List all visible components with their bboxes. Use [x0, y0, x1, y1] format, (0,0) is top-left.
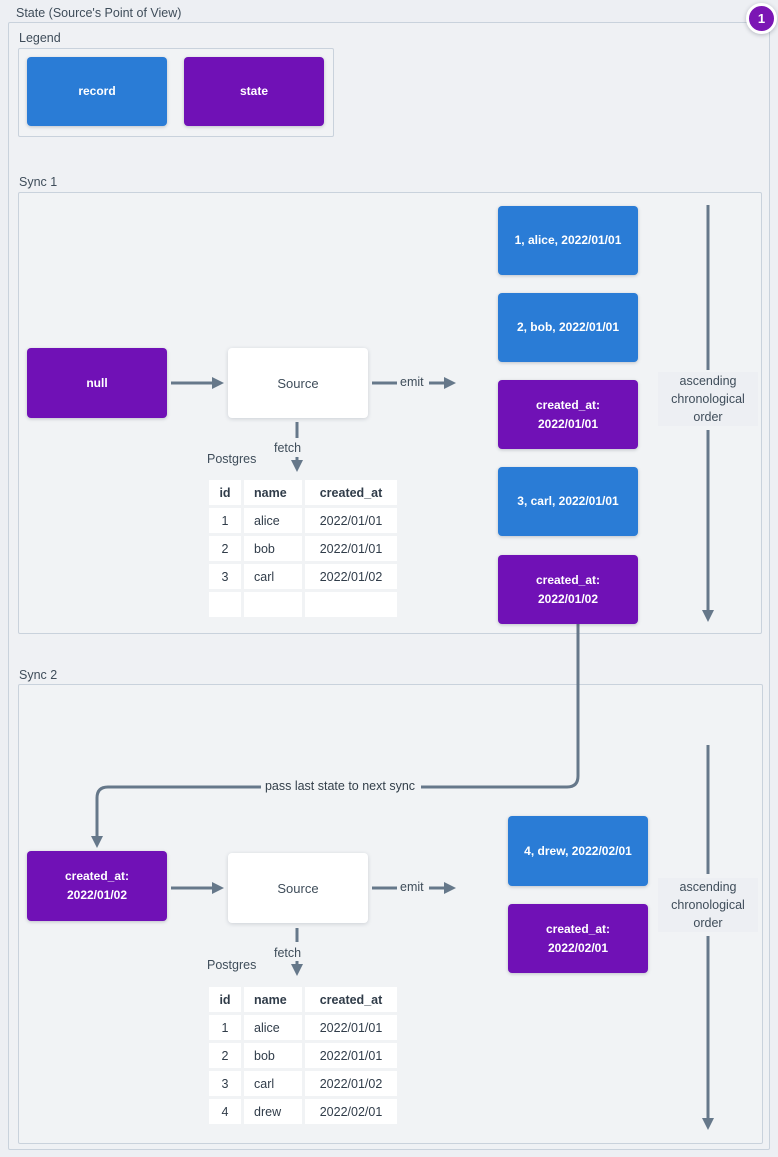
- cell: carl: [244, 564, 302, 589]
- sync1-record-2: 2, bob, 2022/01/01: [498, 293, 638, 362]
- table-row: 3 carl 2022/01/02: [209, 1071, 397, 1096]
- sync2-postgres-table: id name created_at 1 alice 2022/01/01 2 …: [206, 984, 400, 1127]
- col-header-created-at: created_at: [305, 987, 397, 1012]
- sync1-postgres-table: id name created_at 1 alice 2022/01/01 2 …: [206, 477, 400, 620]
- sync2-state-1: created_at: 2022/02/01: [508, 904, 648, 973]
- cell: 2022/01/01: [305, 536, 397, 561]
- sync1-database-label: Postgres: [207, 452, 257, 466]
- cell: alice: [244, 1015, 302, 1040]
- cell: 2022/01/01: [305, 1043, 397, 1068]
- table-header-row: id name created_at: [209, 480, 397, 505]
- sync1-record-1: 1, alice, 2022/01/01: [498, 206, 638, 275]
- connector-pass-state-left: [91, 785, 261, 848]
- cell: 2022/01/01: [305, 1015, 397, 1040]
- col-header-created-at: created_at: [305, 480, 397, 505]
- table-row: 1 alice 2022/01/01: [209, 1015, 397, 1040]
- cell: 3: [209, 1071, 241, 1096]
- table-row: 4 drew 2022/02/01: [209, 1099, 397, 1124]
- sync1-input-state: null: [27, 348, 167, 418]
- cell: 2022/01/01: [305, 508, 397, 533]
- cell: alice: [244, 508, 302, 533]
- table-row: 2 bob 2022/01/01: [209, 1043, 397, 1068]
- cell: [305, 592, 397, 617]
- pass-state-label: pass last state to next sync: [264, 779, 416, 793]
- sync2-source-box: Source: [228, 853, 368, 923]
- table-row-empty: [209, 592, 397, 617]
- cell: carl: [244, 1071, 302, 1096]
- cell: 1: [209, 508, 241, 533]
- cell: 4: [209, 1099, 241, 1124]
- cell: bob: [244, 536, 302, 561]
- sync1-emit-label: emit: [400, 375, 424, 389]
- legend-title: Legend: [19, 31, 61, 45]
- sync1-title: Sync 1: [19, 175, 58, 189]
- cell: 2022/01/02: [305, 564, 397, 589]
- sync1-state-1: created_at: 2022/01/01: [498, 380, 638, 449]
- table-row: 3 carl 2022/01/02: [209, 564, 397, 589]
- cell: 3: [209, 564, 241, 589]
- cell: bob: [244, 1043, 302, 1068]
- sync2-emit-label: emit: [400, 880, 424, 894]
- sync1-state-2: created_at: 2022/01/02: [498, 555, 638, 624]
- table-header-row: id name created_at: [209, 987, 397, 1012]
- sync1-fetch-label: fetch: [274, 441, 302, 455]
- page-title: State (Source's Point of View): [16, 6, 182, 20]
- sync2-record-1: 4, drew, 2022/02/01: [508, 816, 648, 886]
- cell: drew: [244, 1099, 302, 1124]
- col-header-id: id: [209, 987, 241, 1012]
- sync2-input-state: created_at: 2022/01/02: [27, 851, 167, 921]
- connector-pass-state-right: [421, 624, 580, 789]
- sync2-title: Sync 2: [19, 668, 58, 682]
- cell: 2: [209, 1043, 241, 1068]
- cell: 1: [209, 1015, 241, 1040]
- cell: 2: [209, 536, 241, 561]
- col-header-id: id: [209, 480, 241, 505]
- cell: 2022/01/02: [305, 1071, 397, 1096]
- legend-record-swatch: record: [27, 57, 167, 126]
- col-header-name: name: [244, 480, 302, 505]
- table-row: 1 alice 2022/01/01: [209, 508, 397, 533]
- legend-state-swatch: state: [184, 57, 324, 126]
- sync1-record-3: 3, carl, 2022/01/01: [498, 467, 638, 536]
- sync2-order-note: ascending chronological order: [658, 878, 758, 932]
- step-badge: 1: [746, 3, 777, 34]
- table-row: 2 bob 2022/01/01: [209, 536, 397, 561]
- sync1-source-box: Source: [228, 348, 368, 418]
- sync1-order-note: ascending chronological order: [658, 372, 758, 426]
- cell: [244, 592, 302, 617]
- sync2-database-label: Postgres: [207, 958, 257, 972]
- cell: [209, 592, 241, 617]
- col-header-name: name: [244, 987, 302, 1012]
- cell: 2022/02/01: [305, 1099, 397, 1124]
- sync2-fetch-label: fetch: [274, 946, 302, 960]
